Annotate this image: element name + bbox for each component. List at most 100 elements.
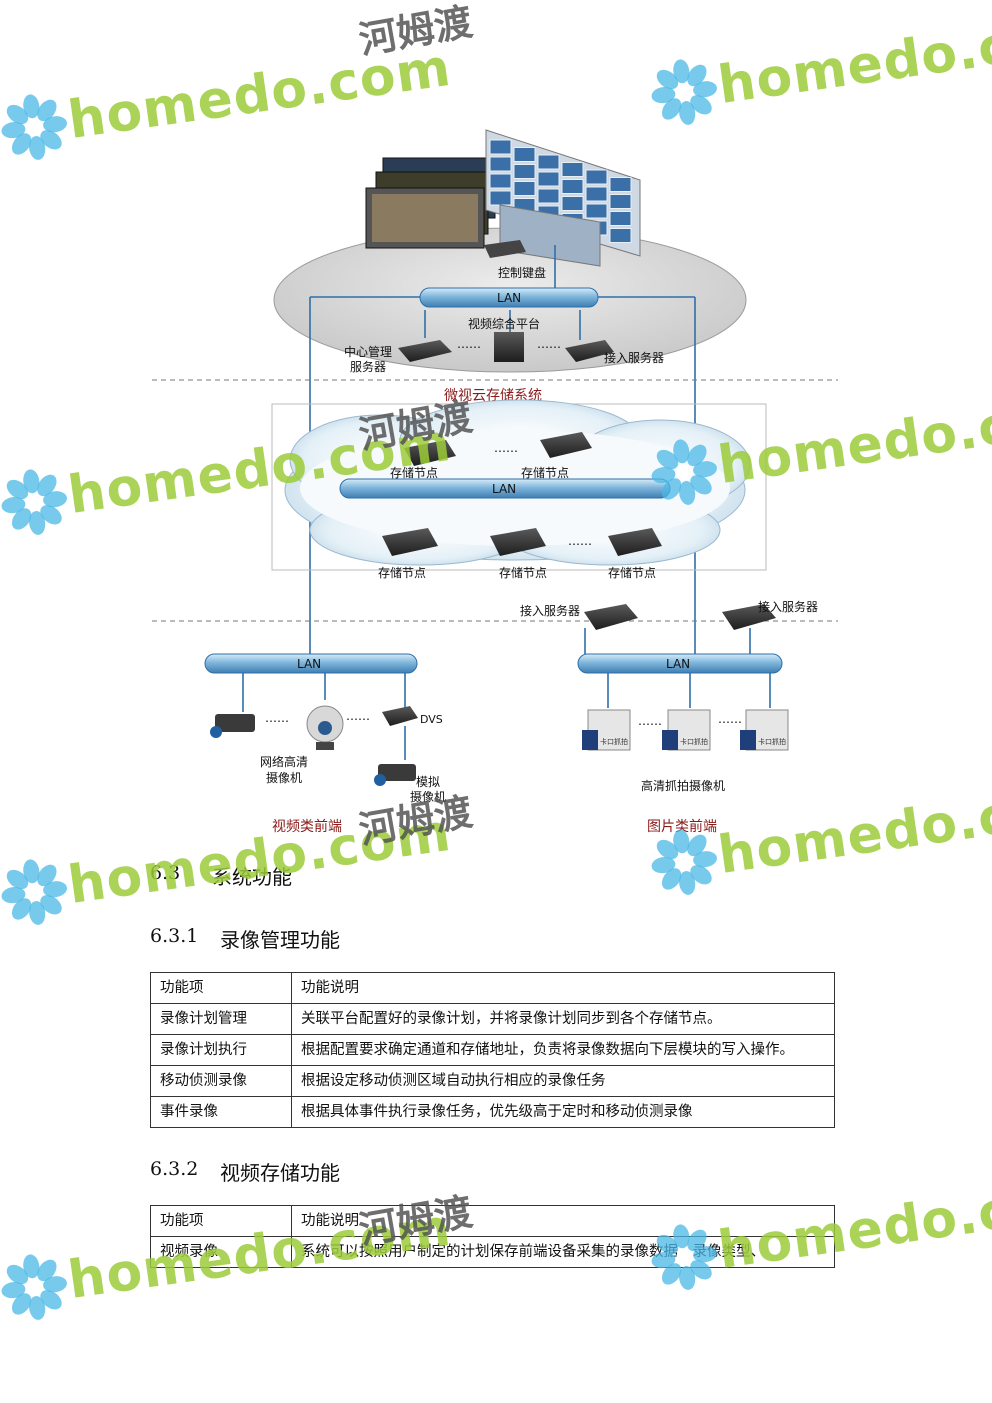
video-wall-cell bbox=[585, 203, 608, 219]
svg-text:……: …… bbox=[537, 337, 561, 351]
video-wall-cell bbox=[537, 188, 560, 204]
video-wall-cell bbox=[609, 177, 632, 192]
svg-text:……: …… bbox=[718, 712, 742, 726]
svg-text:……: …… bbox=[568, 534, 592, 548]
table-header-row: 功能项 功能说明 bbox=[150, 1205, 835, 1237]
access-server-icon-right bbox=[722, 604, 776, 630]
table-cell: 根据具体事件执行录像任务，优先级高于定时和移动侦测录像 bbox=[291, 1096, 835, 1128]
platform-label: 视频综合平台 bbox=[468, 316, 540, 331]
kakou-camera-lens bbox=[662, 730, 678, 750]
svg-text:LAN: LAN bbox=[297, 657, 321, 671]
kakou-camera-label: 卡口抓拍 bbox=[758, 737, 786, 746]
video-front-label: 视频类前端 bbox=[272, 818, 342, 835]
platform-chassis-icon bbox=[494, 332, 524, 362]
table-cell: 系统可以按照用户制定的计划保存前端设备采集的录像数据，录像类型、 bbox=[291, 1236, 835, 1268]
table-row: 事件录像 根据具体事件执行录像任务，优先级高于定时和移动侦测录像 bbox=[150, 1096, 835, 1128]
video-wall-cell bbox=[489, 139, 512, 155]
video-wall-cell bbox=[609, 228, 632, 243]
svg-text:……: …… bbox=[638, 714, 662, 728]
record-management-table: 功能项 功能说明 录像计划管理 关联平台配置好的录像计划，并将录像计划同步到各个… bbox=[150, 972, 835, 1128]
header-cell: 功能说明 bbox=[291, 1205, 835, 1237]
table-row: 视频录像 系统可以按照用户制定的计划保存前端设备采集的录像数据，录像类型、 bbox=[150, 1236, 835, 1268]
table-cell: 移动侦测录像 bbox=[150, 1065, 292, 1097]
table-cell: 录像计划管理 bbox=[150, 1003, 292, 1035]
video-wall-cell bbox=[561, 162, 584, 177]
analog-camera-icon bbox=[374, 764, 416, 786]
dvs-icon bbox=[382, 706, 418, 726]
svg-text:服务器: 服务器 bbox=[350, 359, 386, 374]
svg-text:摄像机: 摄像机 bbox=[266, 770, 302, 785]
control-keyboard-icon bbox=[484, 240, 526, 258]
network-camera-icon bbox=[210, 714, 255, 738]
table-row: 移动侦测录像 根据设定移动侦测区域自动执行相应的录像任务 bbox=[150, 1065, 835, 1097]
access-server-icon-left bbox=[584, 604, 638, 630]
table-cell: 视频录像 bbox=[150, 1236, 292, 1268]
svg-text:……: …… bbox=[346, 709, 370, 723]
table-cell: 根据配置要求确定通道和存储地址，负责将录像数据向下层模块的写入操作。 bbox=[291, 1034, 835, 1066]
hd-capture-label: 高清抓拍摄像机 bbox=[641, 778, 725, 793]
kakou-camera-label: 卡口抓拍 bbox=[680, 737, 708, 746]
section-6-3-2-number: 6.3.2 bbox=[150, 1158, 199, 1180]
table-cell: 关联平台配置好的录像计划，并将录像计划同步到各个存储节点。 bbox=[291, 1003, 835, 1035]
svg-text:……: …… bbox=[494, 441, 518, 455]
header-cell: 功能说明 bbox=[291, 972, 835, 1004]
kakou-camera-label: 卡口抓拍 bbox=[600, 737, 628, 746]
svg-text:……: …… bbox=[265, 711, 289, 725]
table-header-row: 功能项 功能说明 bbox=[150, 972, 835, 1004]
svg-text:存储节点: 存储节点 bbox=[608, 565, 656, 580]
svg-text:摄像机: 摄像机 bbox=[410, 789, 446, 804]
video-wall-cell bbox=[513, 164, 536, 179]
video-wall-cell bbox=[537, 171, 560, 187]
lan-pipe-top: LAN bbox=[419, 287, 599, 308]
storage-node-icons bbox=[382, 432, 662, 556]
access-server-label-right: 接入服务器 bbox=[758, 599, 818, 614]
dvs-label: DVS bbox=[420, 713, 443, 726]
svg-text:LAN: LAN bbox=[497, 291, 521, 305]
access-server-label-top: 接入服务器 bbox=[604, 350, 664, 365]
header-cell: 功能项 bbox=[150, 1205, 292, 1237]
table-row: 录像计划执行 根据配置要求确定通道和存储地址，负责将录像数据向下层模块的写入操作… bbox=[150, 1034, 835, 1066]
section-6-3-1-number: 6.3.1 bbox=[150, 925, 199, 947]
lan-pipe-video-front: LAN bbox=[204, 653, 418, 674]
video-wall-cell bbox=[561, 179, 584, 194]
video-wall-cell bbox=[609, 211, 632, 226]
header-cell: 功能项 bbox=[150, 972, 292, 1004]
table-row: 录像计划管理 关联平台配置好的录像计划，并将录像计划同步到各个存储节点。 bbox=[150, 1003, 835, 1035]
analog-camera-label: 模拟 bbox=[416, 775, 440, 789]
lan-pipe-cloud: LAN bbox=[339, 478, 671, 499]
center-server-label: 中心管理 bbox=[344, 344, 392, 359]
section-6-3-1-title: 录像管理功能 bbox=[220, 928, 340, 952]
video-wall-cell bbox=[537, 154, 560, 170]
storage-node-label: 存储节点 bbox=[390, 465, 438, 480]
video-wall bbox=[485, 129, 641, 267]
video-wall-cell bbox=[609, 194, 632, 209]
access-server-label-left: 接入服务器 bbox=[520, 603, 580, 618]
section-6-3-title: 系统功能 bbox=[212, 865, 292, 889]
flower-icon bbox=[1, 1254, 67, 1320]
kakou-camera-icons: 卡口抓拍 卡口抓拍 卡口抓拍 bbox=[582, 709, 789, 751]
video-wall-cell bbox=[585, 169, 608, 185]
svg-text:LAN: LAN bbox=[492, 482, 516, 496]
lan-pipe-image-front: LAN bbox=[577, 653, 783, 674]
image-front-label: 图片类前端 bbox=[647, 818, 717, 835]
video-wall-cell bbox=[489, 190, 512, 206]
video-storage-table: 功能项 功能说明 视频录像 系统可以按照用户制定的计划保存前端设备采集的录像数据… bbox=[150, 1205, 835, 1268]
video-wall-cell bbox=[561, 196, 584, 211]
kakou-camera-lens bbox=[582, 730, 598, 750]
center-server-icon bbox=[398, 340, 452, 362]
video-wall-cell bbox=[489, 156, 512, 172]
table-cell: 根据设定移动侦测区域自动执行相应的录像任务 bbox=[291, 1065, 835, 1097]
svg-text:存储节点: 存储节点 bbox=[521, 465, 569, 480]
section-6-3-2-title: 视频存储功能 bbox=[220, 1161, 340, 1185]
access-server-icon-top bbox=[565, 340, 614, 362]
video-wall-cell bbox=[489, 173, 512, 189]
video-wall-cell bbox=[513, 147, 536, 162]
svg-text:LAN: LAN bbox=[666, 657, 690, 671]
network-architecture-diagram: 控制键盘 LAN 视频综合平台 …… …… 中心管理 服务器 bbox=[152, 129, 838, 835]
video-wall-cell bbox=[585, 186, 608, 202]
monitor-screens bbox=[365, 157, 496, 249]
dome-camera-icon bbox=[306, 705, 344, 750]
keyboard-label: 控制键盘 bbox=[498, 265, 546, 280]
svg-text:存储节点: 存储节点 bbox=[499, 565, 547, 580]
flower-icon bbox=[1, 859, 67, 925]
